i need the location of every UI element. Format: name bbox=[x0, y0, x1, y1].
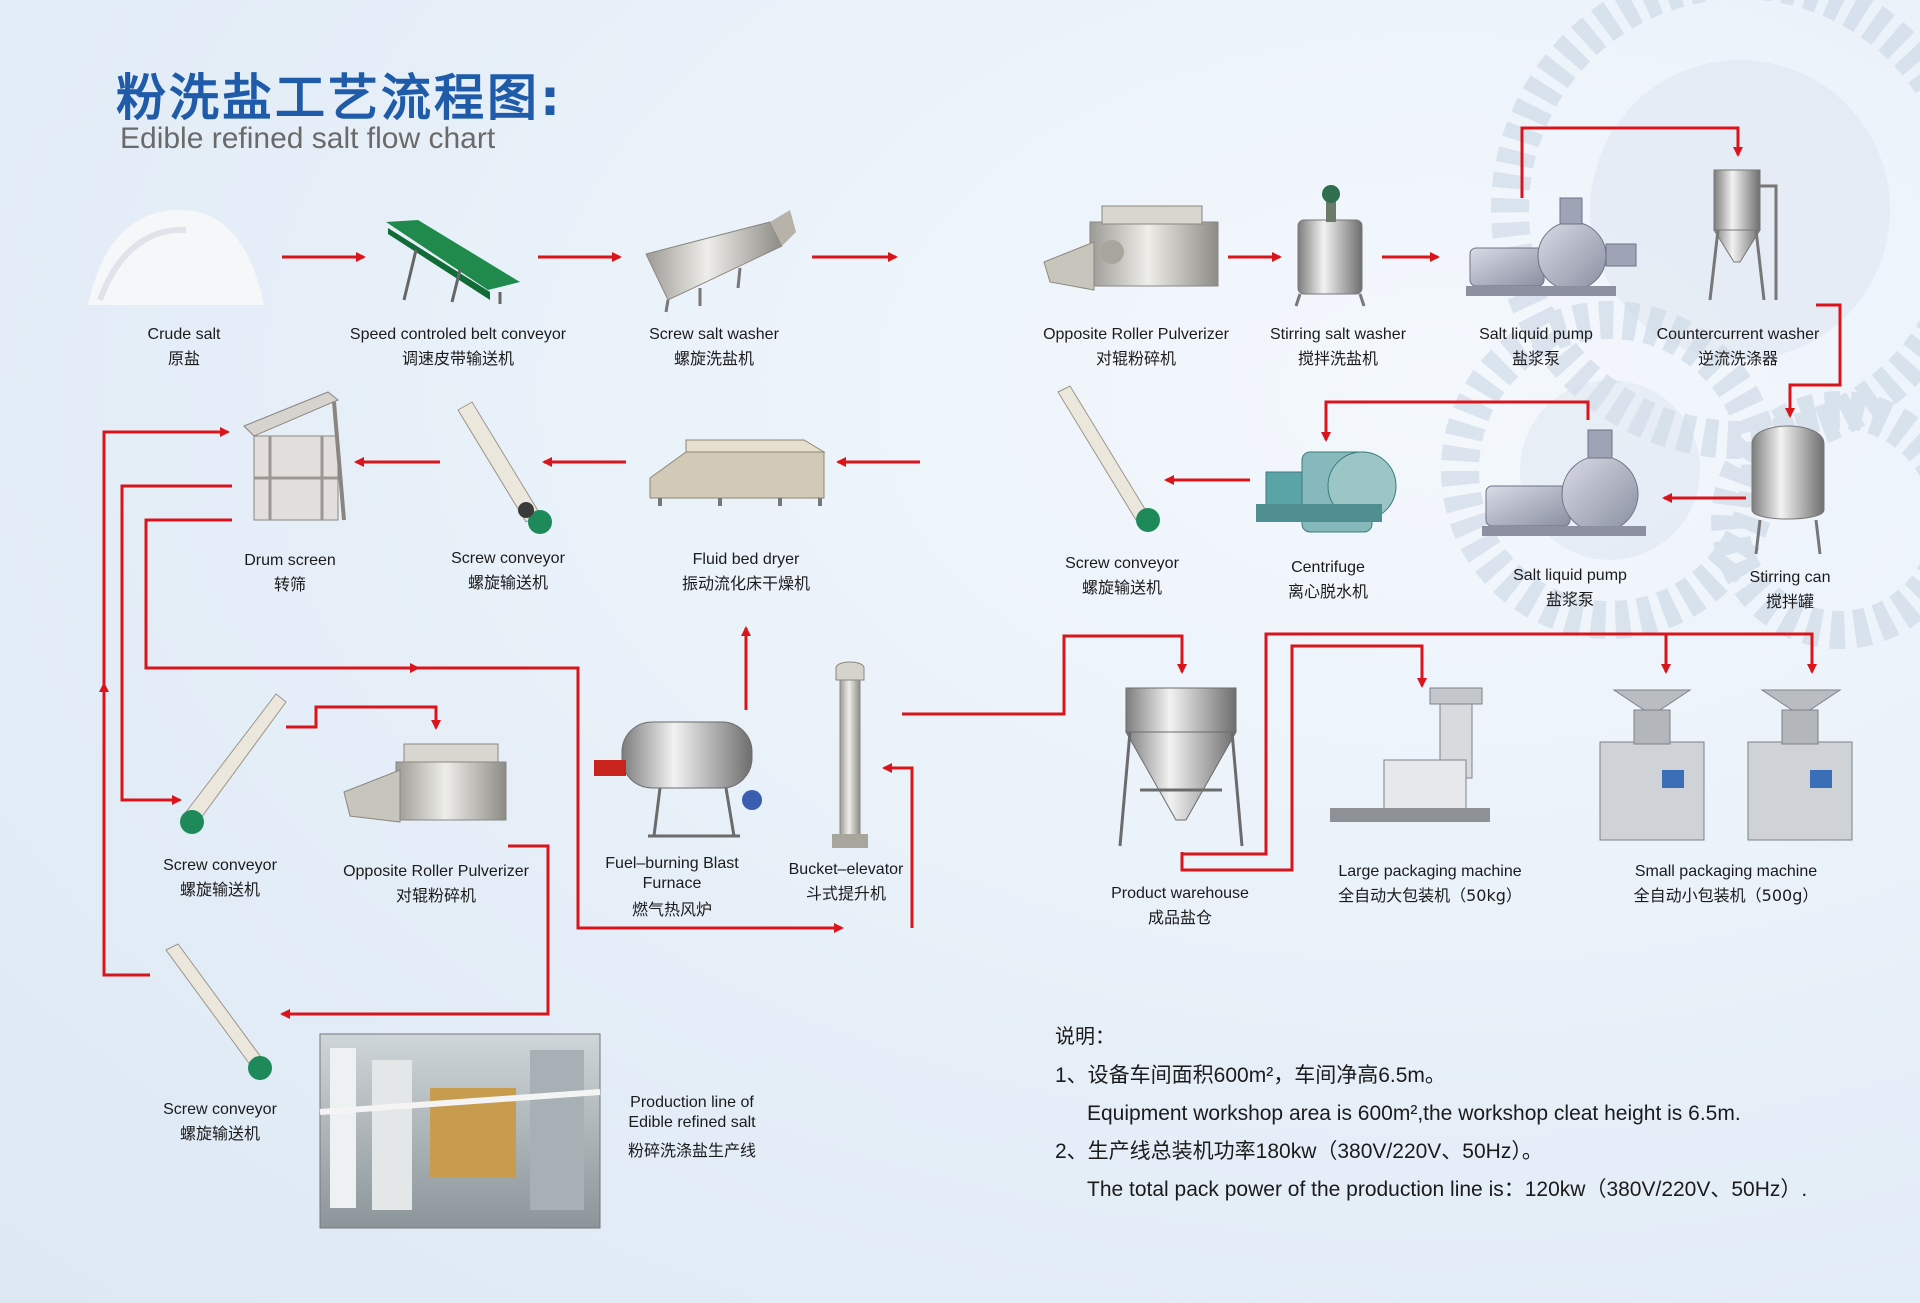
large-pack-image bbox=[1330, 687, 1490, 822]
warehouse-image bbox=[1118, 687, 1244, 847]
notes-section: 说明： 1、设备车间面积600m²，车间净高6.5m。 Equipment wo… bbox=[1055, 1020, 1875, 1215]
small-pack-image-1 bbox=[1599, 689, 1705, 841]
flow-arrows bbox=[99, 126, 1842, 1019]
drum-screen-image bbox=[243, 391, 346, 521]
arrow-pack-branch-2 bbox=[1666, 632, 1817, 674]
note-2-en: The total pack power of the production l… bbox=[1087, 1178, 1808, 1201]
stirring-washer-image bbox=[1294, 185, 1366, 307]
arrow-pump-to-centrifuge bbox=[1321, 400, 1590, 442]
title-english: Edible refined salt flow chart bbox=[120, 122, 496, 155]
countercurrent-image bbox=[1708, 169, 1778, 301]
belt-conveyor-image bbox=[386, 220, 520, 304]
arrow-pump-to-countercurrent bbox=[1520, 126, 1743, 198]
arrow-drum-to-screw-left bbox=[120, 484, 232, 805]
photo-caption: Production line of Edible refined salt 粉… bbox=[607, 1093, 777, 1161]
arrow-pack-branch-1 bbox=[1182, 632, 1671, 856]
note-1-cn: 1、设备车间面积600m²，车间净高6.5m。 bbox=[1055, 1064, 1446, 1087]
small-pack-image-2 bbox=[1747, 689, 1853, 841]
notes-title: 说明： bbox=[1055, 1024, 1115, 1048]
photo-caption-cn: 粉碎洗涤盐生产线 bbox=[627, 1141, 756, 1160]
note-2-cn: 2、生产线总装机功率180kw（380V/220V、50Hz）。 bbox=[1055, 1140, 1543, 1163]
stirring-can-image bbox=[1751, 425, 1825, 555]
screw-conveyor-bottom-image bbox=[165, 943, 272, 1080]
screw-conveyor-right-image bbox=[1057, 385, 1160, 532]
screw-conveyor-left-image bbox=[180, 693, 287, 834]
screw-salt-washer-image bbox=[645, 210, 796, 313]
pump-top-image bbox=[1466, 197, 1637, 296]
arrow-pulverizer-low-to-screw-bottom bbox=[280, 844, 550, 1019]
title-chinese: 粉洗盐工艺流程图: bbox=[116, 69, 563, 127]
arrow-warehouse-to-packaging bbox=[1180, 644, 1427, 872]
pulverizer-low-image bbox=[343, 743, 507, 823]
fluid-dryer-image bbox=[649, 439, 826, 506]
centrifuge-image bbox=[1256, 451, 1397, 533]
production-line-photo bbox=[319, 1033, 601, 1229]
pulverizer-top-image bbox=[1043, 205, 1219, 291]
arrow-elevator-to-warehouse bbox=[902, 634, 1187, 716]
arrow-line-to-elevator bbox=[882, 763, 914, 928]
screw-conveyor-mid-image bbox=[457, 401, 552, 534]
crude-salt-image bbox=[88, 210, 264, 305]
note-1-en: Equipment workshop area is 600m²,the wor… bbox=[1087, 1102, 1741, 1125]
arrow-countercurrent-to-can bbox=[1785, 303, 1842, 418]
pump-mid-image bbox=[1482, 429, 1646, 536]
photo-caption-en: Production line of Edible refined salt bbox=[628, 1094, 756, 1131]
arrow-screw-to-pulverizer-low bbox=[286, 705, 441, 730]
bucket-elevator-image bbox=[832, 661, 868, 848]
furnace-image bbox=[594, 721, 762, 838]
